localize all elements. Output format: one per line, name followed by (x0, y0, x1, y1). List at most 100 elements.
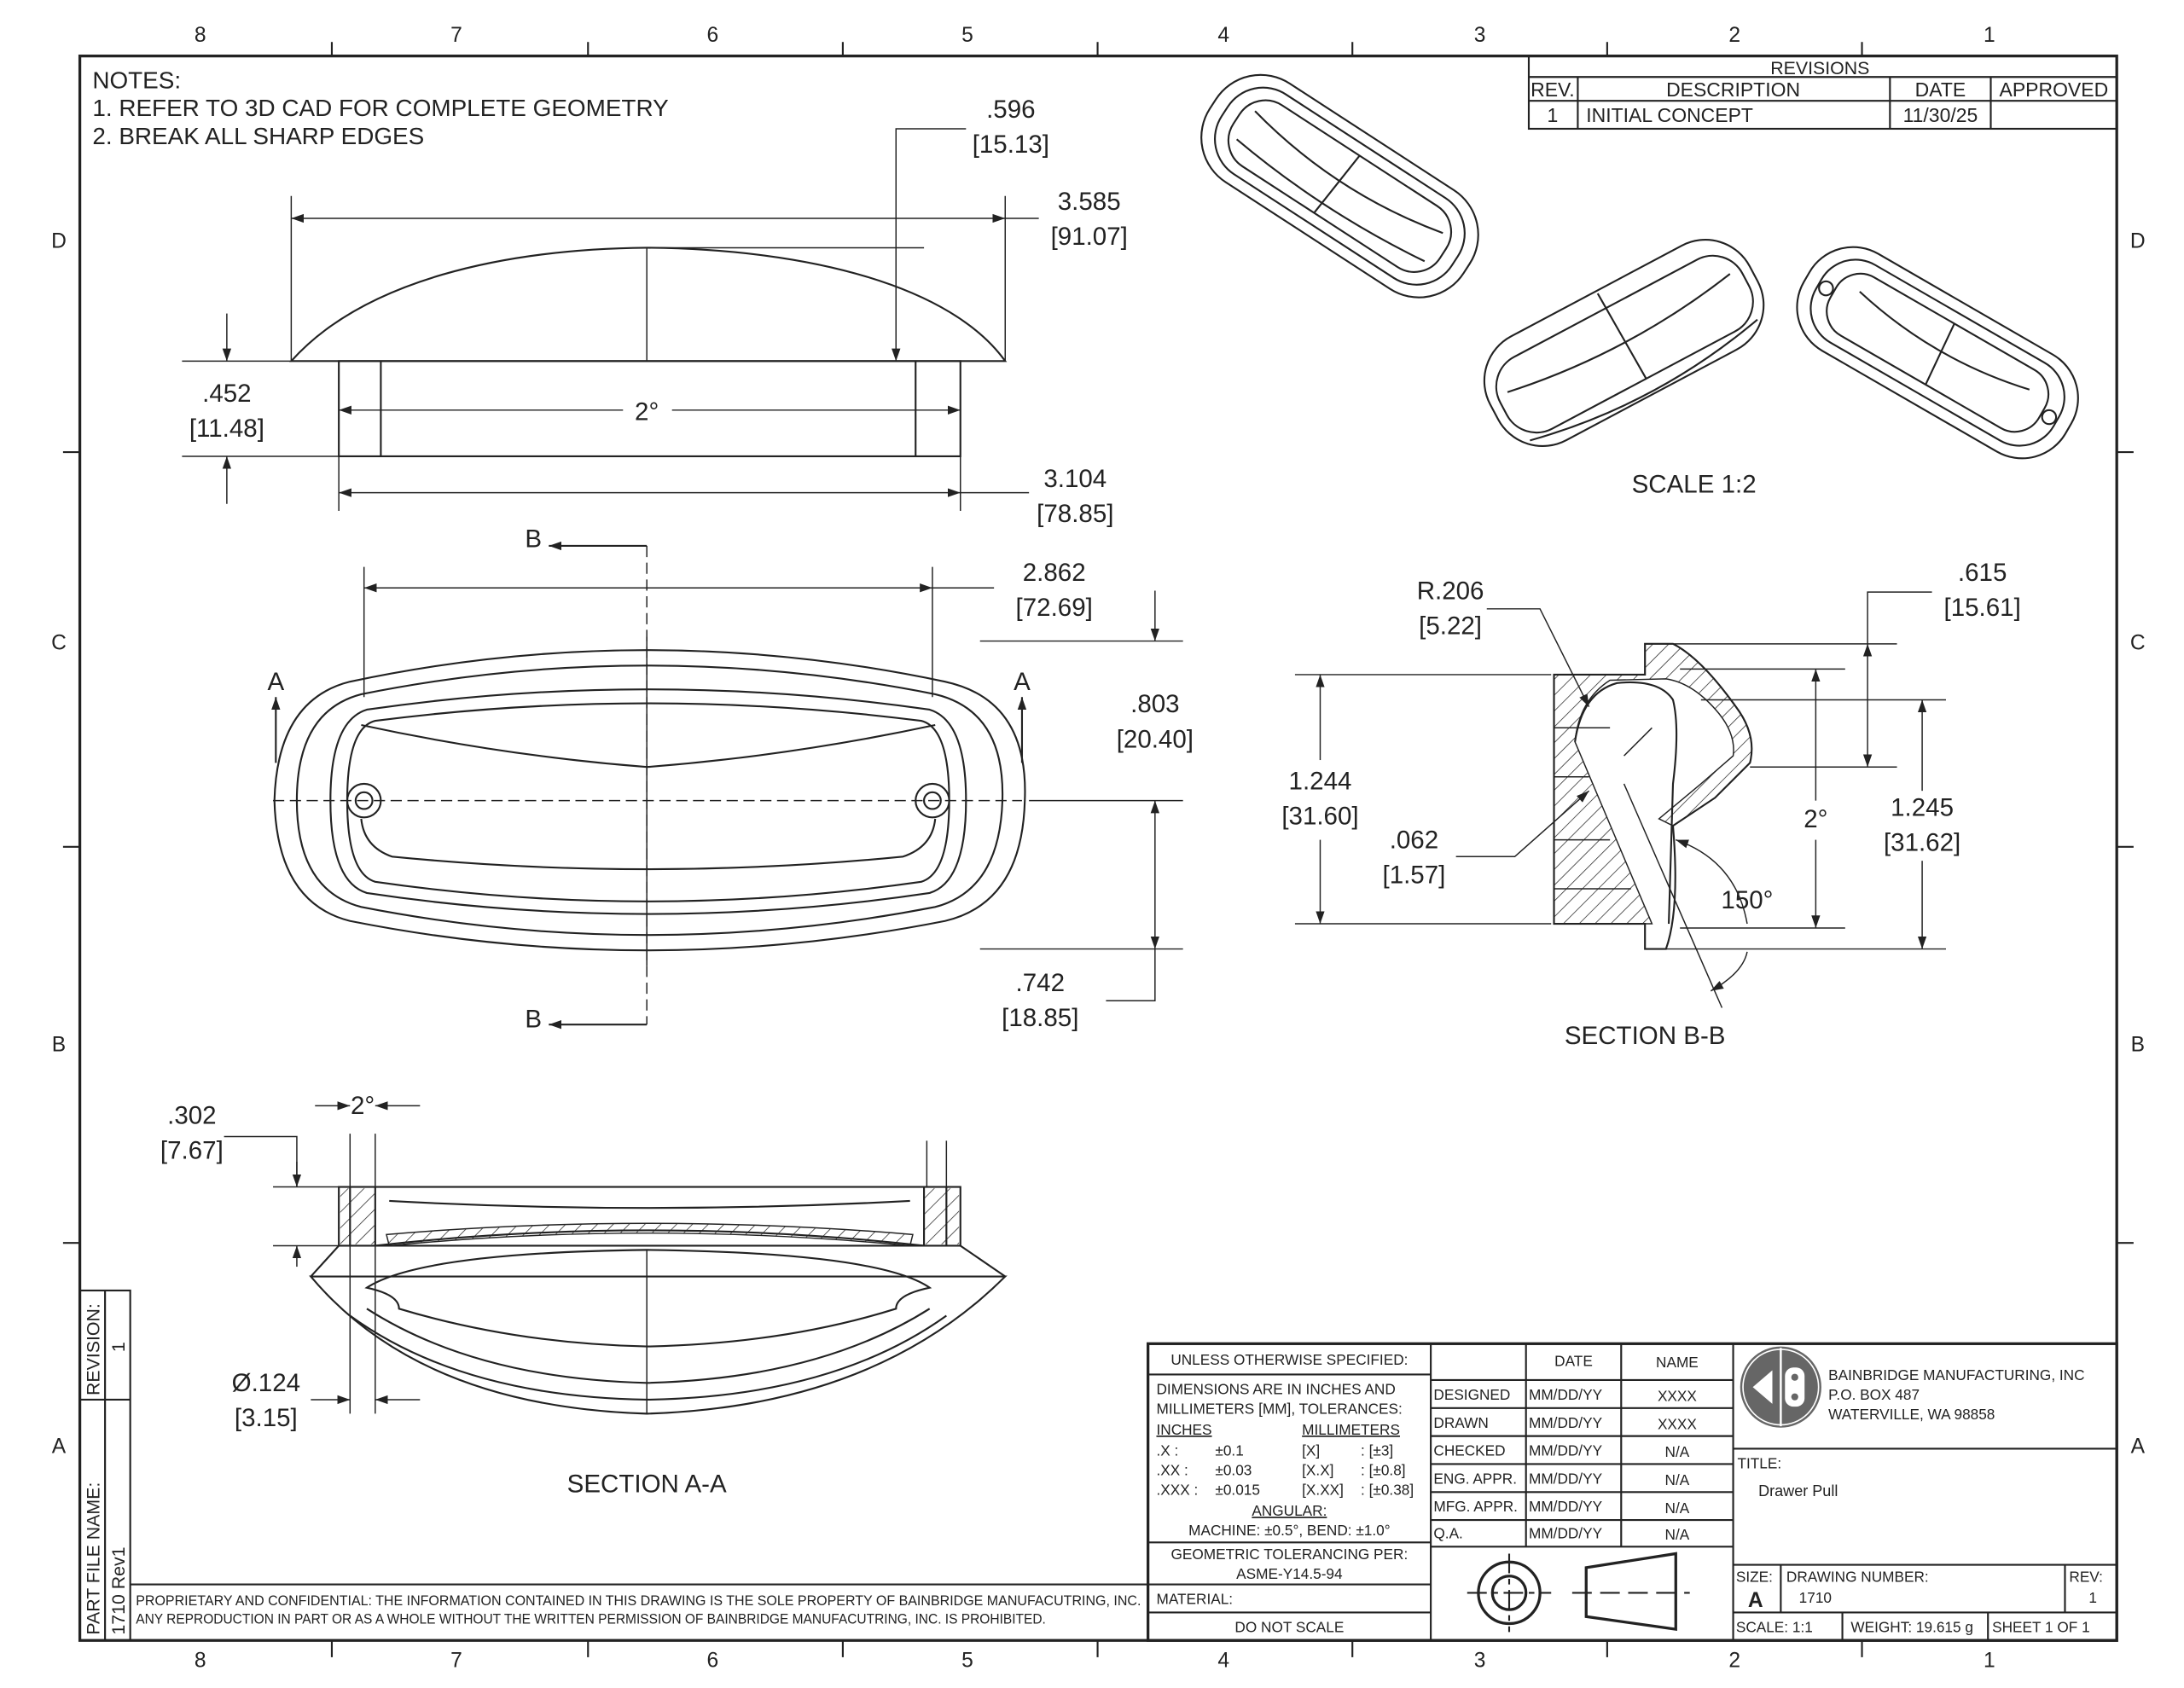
drawing-title: Drawer Pull (1758, 1482, 1838, 1499)
approval-date: MM/DD/YY (1529, 1524, 1603, 1541)
zone-row-right: B (2131, 1033, 2145, 1056)
approval-date: MM/DD/YY (1529, 1414, 1603, 1431)
section-a-a-label: SECTION A-A (567, 1470, 727, 1498)
spec-dims-line2: MILLIMETERS [MM], TOLERANCES: (1156, 1400, 1402, 1417)
size-label: SIZE: (1736, 1568, 1773, 1585)
section-b-b-view: R.206 [5.22] .615 [15.61] 1.244 [31.60] … (1281, 559, 2020, 1050)
title-block: UNLESS OTHERWISE SPECIFIED: DIMENSIONS A… (1146, 1342, 2118, 1642)
dim-angle-2: 2° (635, 397, 659, 426)
side-block: PART FILE NAME: 1710 Rev1 REVISION: 1 (78, 1289, 131, 1642)
approval-name: XXXX (1658, 1415, 1697, 1432)
spec-inches: INCHES (1156, 1421, 1211, 1438)
dim-3104-in: 3.104 (1043, 465, 1107, 493)
approval-name: N/A (1665, 1526, 1690, 1543)
weight-value: WEIGHT: 19.615 g (1850, 1618, 1973, 1635)
zone-col-bottom: 4 (1217, 1649, 1229, 1672)
note-item: 1. REFER TO 3D CAD FOR COMPLETE GEOMETRY (92, 95, 668, 121)
revision-label: REVISION: (84, 1303, 104, 1395)
section-b-b-label: SECTION B-B (1565, 1022, 1726, 1050)
spec-material: MATERIAL: (1156, 1591, 1233, 1608)
dim-1245-mm: [31.62] (1884, 829, 1960, 857)
spec-dims-line1: DIMENSIONS ARE IN INCHES AND (1156, 1380, 1395, 1397)
zone-row-right: A (2131, 1435, 2146, 1458)
approval-row: CHECKED MM/DD/YY N/A (1433, 1442, 1689, 1461)
tol-in-value: ±0.03 (1215, 1462, 1252, 1479)
zone-row-left: D (51, 229, 67, 252)
top-view: .596 [15.13] 3.585 [91.07] .452 [11.48] … (182, 96, 1128, 528)
zone-col-bottom: 6 (706, 1649, 718, 1672)
approval-date: MM/DD/YY (1529, 1442, 1603, 1459)
rev-value: 1 (2088, 1589, 2097, 1606)
rev-label: REV: (2069, 1568, 2103, 1585)
spec-do-not-scale: DO NOT SCALE (1234, 1618, 1344, 1635)
spec-angular: ANGULAR: (1252, 1502, 1327, 1519)
revisions-title: REVISIONS (1770, 58, 1869, 78)
title-label: TITLE: (1737, 1454, 1781, 1471)
dim-124-mm: [3.15] (235, 1404, 298, 1432)
isometric-views: SCALE 1:2 (1200, 73, 2079, 499)
part-file-label: PART FILE NAME: (84, 1482, 104, 1635)
drawing-number: 1710 (1799, 1589, 1832, 1606)
approval-role: MFG. APPR. (1433, 1498, 1518, 1515)
zone-col-top: 2 (1728, 24, 1740, 47)
scale-value: SCALE: 1:1 (1736, 1618, 1813, 1635)
approval-date: MM/DD/YY (1529, 1470, 1603, 1487)
zone-col-bottom: 1 (1984, 1649, 1995, 1672)
zone-col-top: 7 (450, 24, 462, 47)
part-file-value: 1710 Rev1 (108, 1546, 129, 1634)
tol-mm-label: [X.XX] (1302, 1482, 1344, 1499)
company-logo (1740, 1346, 1821, 1428)
approval-row: DESIGNED MM/DD/YY XXXX (1433, 1386, 1697, 1405)
size-value: A (1748, 1589, 1763, 1612)
approval-name: N/A (1665, 1443, 1690, 1460)
dim-angle-2-section-b: 2° (1804, 805, 1827, 833)
zone-col-top: 1 (1984, 24, 1995, 47)
approval-role: DESIGNED (1433, 1386, 1510, 1403)
tol-in-label: .XX : (1156, 1462, 1188, 1479)
approval-role: Q.A. (1433, 1524, 1462, 1541)
spec-angular-values: MACHINE: ±0.5°, BEND: ±1.0° (1188, 1522, 1391, 1539)
revision-date: 11/30/25 (1903, 104, 1978, 126)
approval-name: N/A (1665, 1471, 1690, 1488)
dim-452-mm: [11.48] (189, 415, 264, 443)
approval-role: ENG. APPR. (1433, 1470, 1517, 1487)
dim-452-in: .452 (202, 380, 251, 408)
approval-role: DRAWN (1433, 1414, 1488, 1431)
dim-3585-mm: [91.07] (1051, 223, 1128, 251)
spec-millimeters: MILLIMETERS (1302, 1421, 1400, 1438)
dim-742-mm: [18.85] (1002, 1004, 1078, 1032)
approval-date: MM/DD/YY (1529, 1386, 1603, 1403)
isometric-scale-label: SCALE 1:2 (1632, 471, 1757, 499)
zone-col-top: 3 (1474, 24, 1486, 47)
revisions-header-date: DATE (1915, 78, 1966, 101)
zone-col-bottom: 7 (450, 1649, 462, 1672)
dim-angle-2-section-a: 2° (351, 1092, 375, 1120)
dim-3104-mm: [78.85] (1037, 500, 1113, 528)
proprietary-notice: PROPRIETARY AND CONFIDENTIAL: THE INFORM… (130, 1583, 1148, 1627)
revision-description: INITIAL CONCEPT (1586, 104, 1753, 126)
tol-in-label: .X : (1156, 1442, 1178, 1459)
approval-row: Q.A. MM/DD/YY N/A (1433, 1524, 1689, 1543)
tol-in-value: ±0.1 (1215, 1442, 1243, 1459)
dim-1244-mm: [31.60] (1281, 803, 1358, 831)
tol-mm-value: : [±0.38] (1361, 1482, 1414, 1499)
revision-value: 1 (108, 1342, 129, 1352)
dim-302-mm: [7.67] (160, 1137, 224, 1165)
tol-mm-label: [X] (1302, 1442, 1320, 1459)
dim-3585-in: 3.585 (1058, 188, 1121, 216)
section-marker-a-right: A (1014, 668, 1031, 696)
revisions-header-approved: APPROVED (2000, 78, 2109, 101)
section-marker-a-left: A (267, 668, 284, 696)
zone-col-top: 5 (961, 24, 973, 47)
dim-596-in: .596 (986, 96, 1035, 124)
company-address-1: P.O. BOX 487 (1828, 1386, 1920, 1403)
revision-rev: 1 (1547, 104, 1558, 126)
zone-col-bottom: 8 (195, 1649, 206, 1672)
notes: NOTES: 1. REFER TO 3D CAD FOR COMPLETE G… (92, 67, 668, 149)
dim-302-in: .302 (167, 1102, 216, 1130)
dim-1245-in: 1.245 (1891, 794, 1954, 822)
company-name: BAINBRIDGE MANUFACTURING, INC (1828, 1366, 2084, 1383)
dim-742-in: .742 (1016, 969, 1065, 997)
dim-615-mm: [15.61] (1944, 594, 2021, 622)
